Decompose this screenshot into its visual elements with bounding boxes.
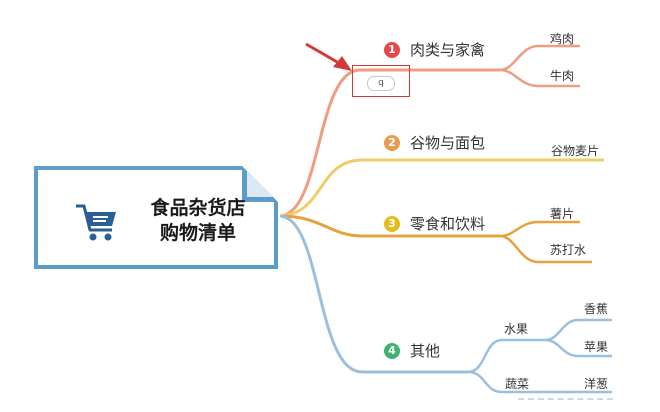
leaf-node[interactable]: 谷物麦片 (551, 144, 600, 158)
branch-2-number-badge: 2 (384, 134, 400, 151)
leaf-3-1-curve (499, 220, 580, 238)
leaf-1-1-curve (499, 44, 580, 72)
leaf-4-1-2-curve (544, 338, 612, 358)
branch-1-curve (279, 68, 500, 218)
branch-4-curve (279, 214, 468, 374)
branch-node-2[interactable]: 2 谷物与面包 (384, 132, 485, 153)
root-title: 食品杂货店 购物清单 (138, 196, 258, 246)
leaf-3-2-curve (499, 234, 592, 264)
branch-3-curve (279, 214, 500, 238)
root-title-line2: 购物清单 (159, 222, 236, 244)
branch-4-number-badge: 4 (384, 342, 400, 359)
root-title-line1: 食品杂货店 (150, 197, 246, 219)
branch-2-curve (279, 158, 604, 218)
group-node[interactable]: 蔬菜 (505, 377, 530, 391)
annotation-highlight-box: q (352, 65, 410, 97)
leaf-node[interactable]: 香蕉 (584, 302, 609, 316)
branch-3-label: 零食和饮料 (410, 215, 486, 233)
branch-1-number-badge: 1 (384, 41, 400, 58)
leaf-node[interactable]: 苏打水 (550, 243, 587, 257)
leaf-node[interactable]: 鸡肉 (550, 32, 575, 46)
shopping-cart-icon (76, 204, 116, 241)
group-4-2-curve (467, 370, 545, 394)
group-node[interactable]: 水果 (504, 322, 529, 336)
branch-node-3[interactable]: 3 零食和饮料 (384, 213, 485, 234)
branch-node-1[interactable]: 1 肉类与家禽 (384, 39, 485, 60)
branch-3-number-badge: 3 (384, 215, 400, 232)
leaf-node[interactable]: 薯片 (550, 207, 575, 221)
branch-1-label: 肉类与家禽 (410, 41, 486, 59)
leaf-node[interactable]: 苹果 (584, 340, 609, 354)
branch-4-label: 其他 (410, 342, 441, 360)
annotation-arrow-head (333, 56, 352, 71)
leaf-node[interactable]: 洋葱 (584, 377, 609, 391)
dashed-divider (518, 398, 613, 400)
page-fold-shadow (247, 171, 273, 197)
search-input[interactable]: q (367, 76, 395, 91)
leaf-4-1-1-curve (544, 318, 612, 342)
group-4-1-curve (467, 338, 545, 374)
branch-node-4[interactable]: 4 其他 (384, 340, 440, 361)
leaf-node[interactable]: 牛肉 (550, 69, 575, 83)
branch-2-label: 谷物与面包 (410, 134, 486, 152)
root-node[interactable]: 食品杂货店 购物清单 (34, 166, 278, 269)
leaf-1-2-curve (499, 68, 580, 88)
